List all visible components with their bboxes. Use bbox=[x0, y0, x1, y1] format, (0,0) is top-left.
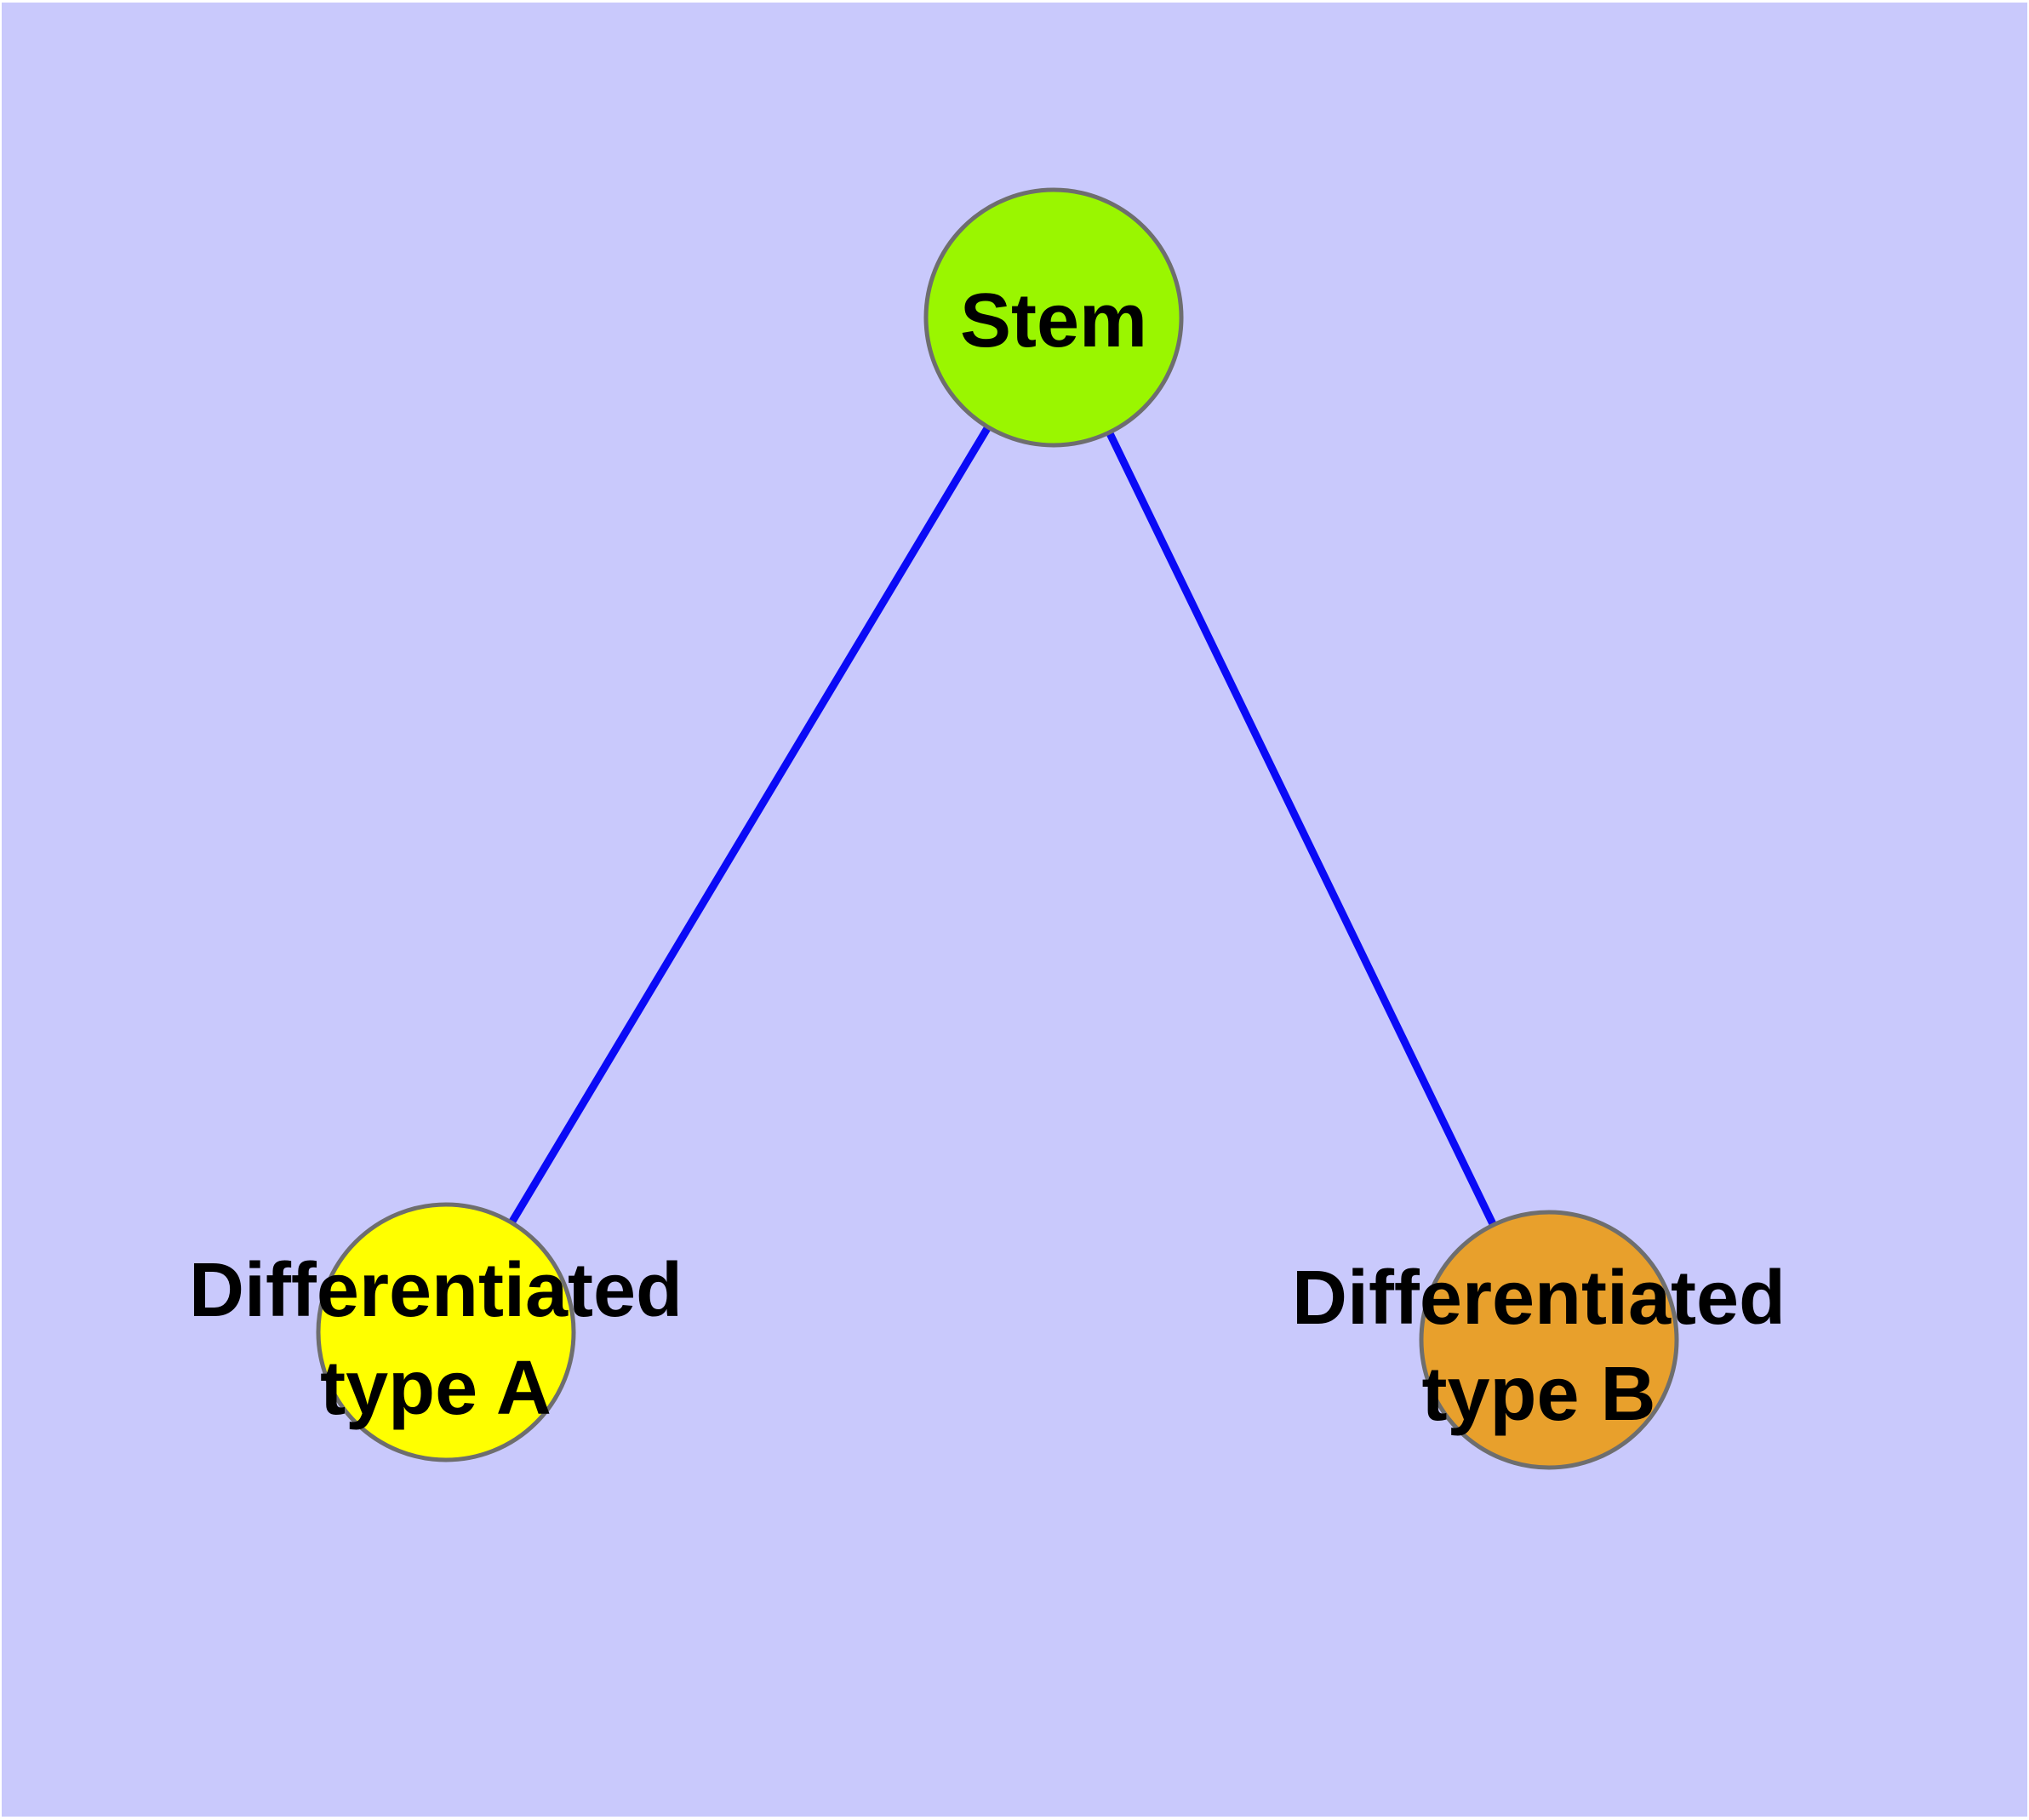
node-type-a-label-line2: type A bbox=[320, 1346, 552, 1431]
node-type-a-label-line1: Differentiated bbox=[189, 1248, 683, 1333]
node-type-b-label-line1: Differentiated bbox=[1292, 1256, 1786, 1341]
edge-stem-to-type-b bbox=[1049, 316, 1553, 1342]
node-type-a[interactable] bbox=[316, 1202, 576, 1462]
node-type-b[interactable] bbox=[1419, 1210, 1679, 1470]
node-stem-label: Stem bbox=[960, 278, 1147, 363]
node-type-b-label-line2: type B bbox=[1421, 1352, 1655, 1437]
node-stem[interactable] bbox=[923, 187, 1184, 448]
edge-stem-to-type-a bbox=[443, 315, 1057, 1335]
